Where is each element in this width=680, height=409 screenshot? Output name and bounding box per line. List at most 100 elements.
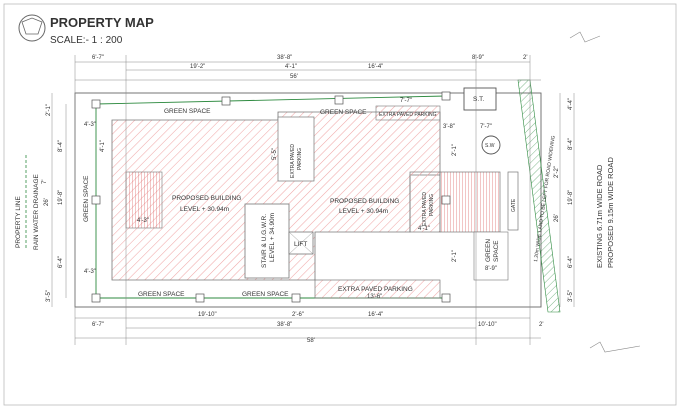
column-marker — [441, 195, 451, 205]
driveway-block — [439, 171, 501, 233]
dim-top-16-4: 16'-4" — [368, 64, 383, 70]
extra-parking-vertical — [277, 116, 315, 182]
dim-left-6-4: 6'-4" — [58, 256, 64, 268]
dim-right-3-5: 3'-5" — [568, 290, 574, 302]
dim-top-8-9: 8'-9" — [472, 55, 484, 61]
extra-parking-bottom-label: EXTRA PAVED PARKING — [338, 286, 413, 293]
building-right-title: PROPOSED BUILDING — [330, 198, 399, 205]
dim-bot-38-8: 38'-8" — [277, 322, 292, 328]
column-marker — [334, 95, 344, 105]
green-space-left: GREEN SPACE — [83, 175, 90, 222]
dim-right-2-2: 2'-2" — [554, 166, 560, 178]
green-boundary-top — [95, 95, 447, 105]
road-label-existing: EXISTING 6.71m WIDE ROAD — [595, 164, 604, 268]
extra-parking-right-label-1: EXTRA PAVED — [422, 192, 428, 226]
extra-parking-top — [375, 105, 441, 121]
north-arrow-icon — [21, 17, 43, 35]
septic-tank — [463, 87, 497, 111]
dim-right-4-4: 4'-4" — [568, 98, 574, 110]
column-marker — [91, 293, 101, 303]
column-marker — [291, 293, 301, 303]
dim-top-2: 2' — [523, 55, 527, 61]
column-marker — [195, 293, 205, 303]
dim-left-3-5: 3'-5" — [46, 290, 52, 302]
dim-left-4-3a: 4'-3" — [84, 122, 96, 128]
building-left-title: PROPOSED BUILDING — [172, 195, 241, 202]
property-line-label: PROPERTY LINE — [15, 196, 22, 248]
dim-mid-2-1: 2'-1" — [452, 144, 458, 156]
dim-top-56: 56' — [290, 74, 298, 80]
dim-bot-2-6: 2'-6" — [292, 312, 304, 318]
dimension-lines — [51, 55, 575, 345]
scale-label: SCALE:- 1 : 200 — [50, 35, 123, 46]
dim-mid-2-1b: 2'-1" — [452, 250, 458, 262]
green-space-top-left: GREEN SPACE — [164, 108, 211, 115]
green-space-right-label-1: GREEN — [485, 239, 492, 262]
dim-top-6-7: 6'-7" — [92, 55, 104, 61]
green-space-bottom-left: GREEN SPACE — [138, 291, 185, 298]
stair-block — [244, 203, 290, 279]
extra-parking-right — [409, 171, 441, 233]
dim-inner-4-3: 4'-3" — [137, 218, 149, 224]
title-block: PROPERTY MAP SCALE:- 1 : 200 — [18, 14, 154, 46]
column-marker — [91, 99, 101, 109]
dim-mid-3-8: 3'-8" — [443, 124, 455, 130]
dimension-texts: 6'-7" 38'-8" 2' 19'-2" 4'-1" 16'-4" 8'-9… — [42, 55, 574, 344]
road-label-proposed: PROPOSED 9.15m WIDE ROAD — [606, 157, 615, 268]
dim-bot-16-4: 16'-4" — [368, 312, 383, 318]
extra-parking-vertical-label-2: PARKING — [297, 148, 303, 170]
dim-left-2-1: 2'-1" — [46, 104, 52, 116]
dim-bot-58: 58' — [307, 338, 315, 344]
road-widening-strip — [517, 79, 561, 313]
extra-parking-vertical-label-1: EXTRA PAVED — [290, 144, 296, 178]
stair-label: STAIR & U.G.W.R. — [261, 214, 268, 268]
page-title: PROPERTY MAP — [50, 15, 154, 30]
building-left-level: LEVEL + 30.94m — [180, 206, 229, 213]
dim-mid-5-5: 5'-5" — [272, 148, 278, 160]
dim-top-7-7: 7'-7" — [400, 98, 412, 104]
dim-bot-13-6: 13'-6" — [367, 294, 382, 300]
sheet-border — [3, 3, 677, 406]
dim-top-19-2: 19'-2" — [190, 64, 205, 70]
dim-bot-2: 2' — [539, 322, 543, 328]
green-space-top-right: GREEN SPACE — [320, 109, 367, 116]
dim-right-26: 26' — [554, 214, 560, 222]
dim-left-19-8: 19'-8" — [58, 190, 64, 205]
dim-bot-19-10: 19'-10" — [198, 312, 217, 318]
dim-mid-4-1: 4'-1" — [418, 226, 430, 232]
stair-level-label: LEVEL + 34.90m — [269, 213, 276, 262]
column-marker — [441, 293, 451, 303]
extra-parking-top-label: EXTRA PAVED PARKING — [379, 112, 437, 118]
building-right-level: LEVEL + 30.94m — [339, 208, 388, 215]
north-compass-icon — [18, 14, 46, 42]
st-label: S.T. — [473, 96, 484, 103]
rain-drainage-label: RAIN WATER DRAINAGE — [33, 173, 40, 250]
gate-label: GATE — [511, 198, 517, 212]
dim-top-38-8: 38'-8" — [277, 55, 292, 61]
lift-label: LIFT — [294, 241, 307, 248]
dim-left-7: 7' — [42, 180, 48, 184]
green-space-right-label-2: SPACE — [493, 240, 500, 262]
extra-parking-right-label-2: PARKING — [429, 194, 435, 216]
dim-right-8-4: 8'-4" — [568, 138, 574, 150]
dim-bot-10-10: 10'-10" — [478, 322, 497, 328]
column-marker — [221, 96, 231, 106]
sw-label: S.W — [485, 143, 495, 149]
green-space-right-area — [473, 231, 509, 281]
dim-left-8-4: 8'-4" — [58, 140, 64, 152]
dim-right-19-8: 19'-8" — [568, 190, 574, 205]
dim-mid-8-9: 8'-9" — [485, 266, 497, 272]
dim-mid-7-7: 7'-7" — [480, 124, 492, 130]
gate — [507, 171, 519, 231]
dim-left-26: 26' — [44, 198, 50, 206]
column-marker — [441, 91, 451, 101]
extra-parking-bottom — [314, 279, 441, 299]
dim-left-4-1: 4'-1" — [100, 140, 106, 152]
column-markers — [91, 91, 451, 303]
column-marker — [91, 195, 101, 205]
soak-well — [481, 135, 501, 155]
dim-bot-6-7: 6'-7" — [92, 322, 104, 328]
dim-right-6-4: 6'-4" — [568, 256, 574, 268]
